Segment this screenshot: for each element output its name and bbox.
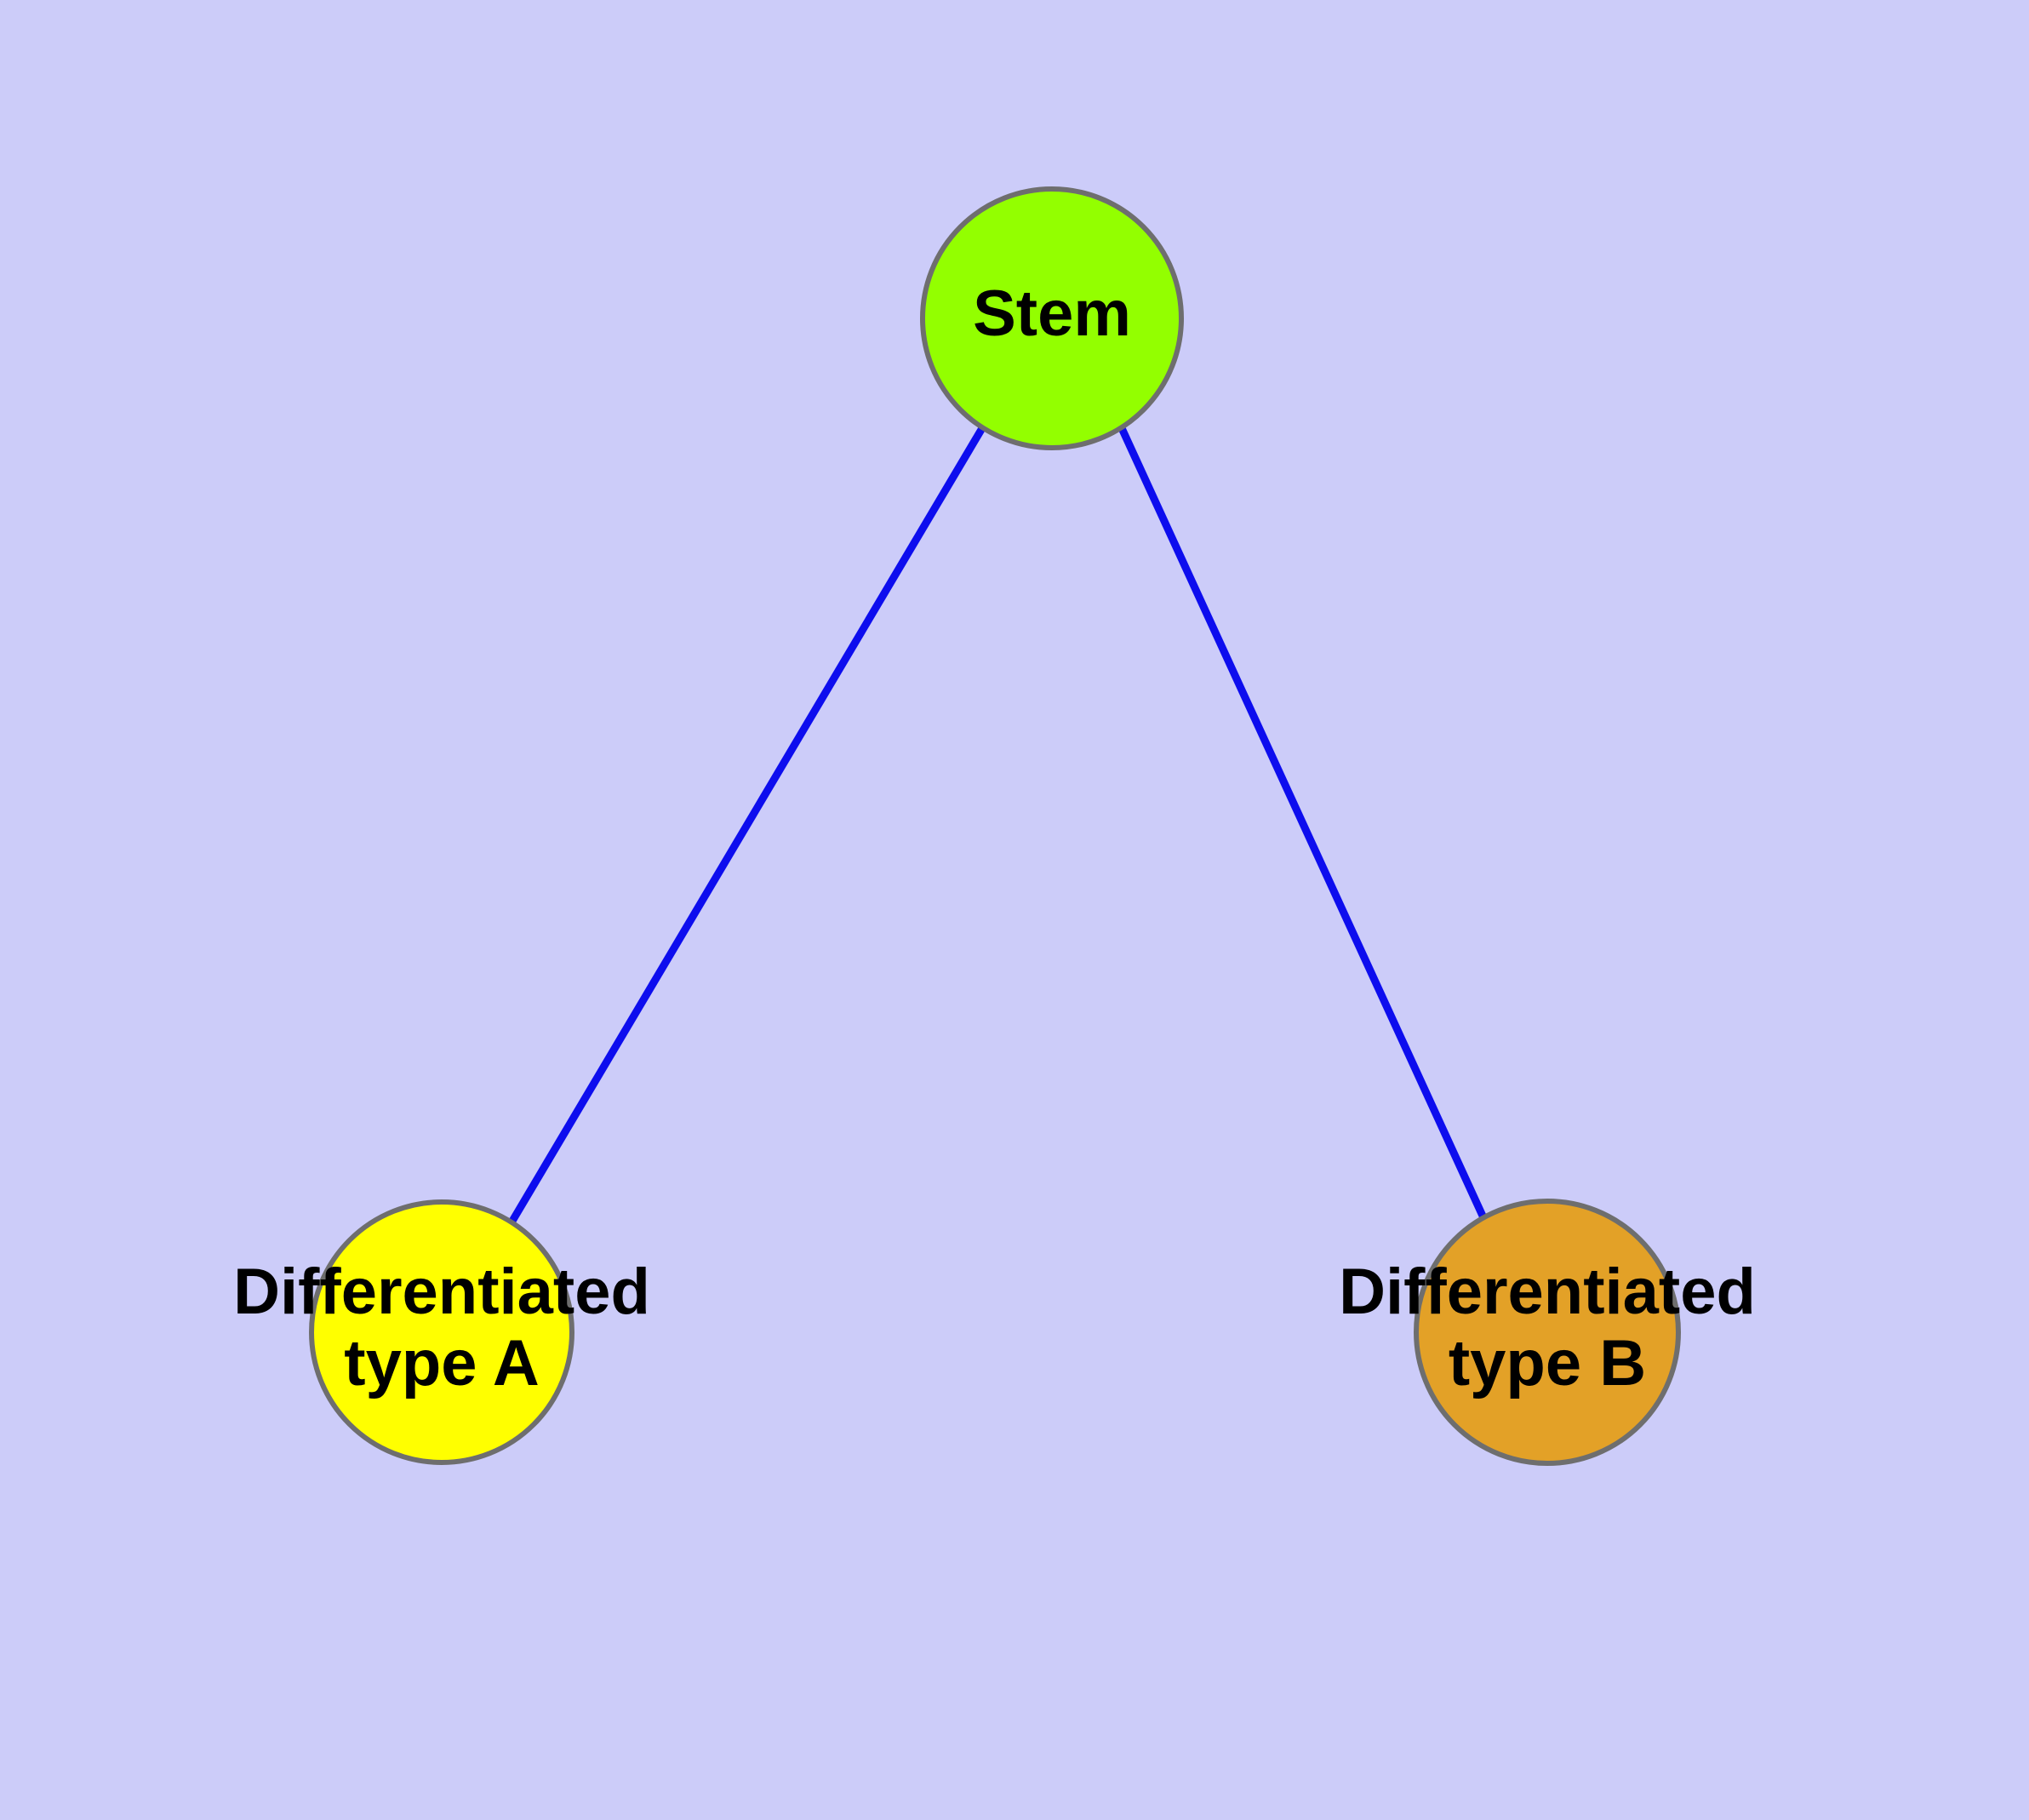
graph-node-stem[interactable] [920,186,1184,450]
node-label-line: type B [1449,1327,1646,1399]
node-label-line: Stem [973,278,1131,350]
edges-layer [508,426,1490,1225]
node-label-stem: Stem [973,278,1131,350]
graph-node-diff_a[interactable] [309,1199,574,1465]
graph-edge-stem-to-a[interactable] [508,426,986,1225]
node-label-line: type A [344,1327,539,1399]
nodes-layer [309,186,1681,1466]
graph-node-diff_b[interactable] [1414,1199,1681,1466]
node-label-line: Differentiated [233,1256,650,1328]
graph-edge-stem-to-b[interactable] [1117,426,1490,1225]
node-label-line: Differentiated [1339,1256,1756,1328]
